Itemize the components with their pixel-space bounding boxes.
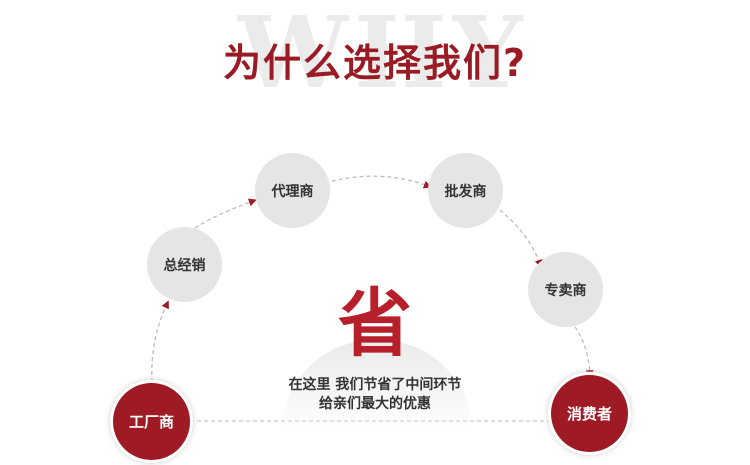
node-factory: 工厂商 bbox=[113, 383, 190, 460]
node-general-distributor: 总经销 bbox=[147, 227, 222, 302]
watermark-why: WHY bbox=[238, 0, 529, 111]
node-general-distributor-label: 总经销 bbox=[163, 257, 206, 274]
arrow-factory-to-distributor bbox=[151, 300, 169, 383]
save-character: 省 bbox=[338, 281, 412, 367]
page-title: 为什么选择我们? bbox=[222, 41, 528, 85]
node-wholesaler: 批发商 bbox=[428, 153, 503, 228]
node-agent-label: 代理商 bbox=[271, 183, 314, 200]
arrow-wholesaler-to-retailer bbox=[499, 209, 543, 268]
arrow-distributor-to-agent bbox=[194, 198, 257, 229]
arrow-agent-to-wholesaler bbox=[324, 175, 432, 189]
node-wholesaler-label: 批发商 bbox=[444, 183, 487, 200]
arrow-retailer-to-consumer bbox=[574, 326, 594, 378]
node-retailer-label: 专卖商 bbox=[544, 282, 587, 299]
node-factory-label: 工厂商 bbox=[128, 413, 174, 431]
node-consumer-label: 消费者 bbox=[566, 405, 612, 423]
node-agent: 代理商 bbox=[255, 153, 330, 228]
caption-line-2: 给亲们最大的优惠 bbox=[319, 396, 431, 412]
node-retailer: 专卖商 bbox=[528, 252, 603, 327]
node-consumer: 消费者 bbox=[551, 375, 628, 452]
caption-line-1: 在这里 我们节省了中间环节 bbox=[288, 377, 462, 393]
